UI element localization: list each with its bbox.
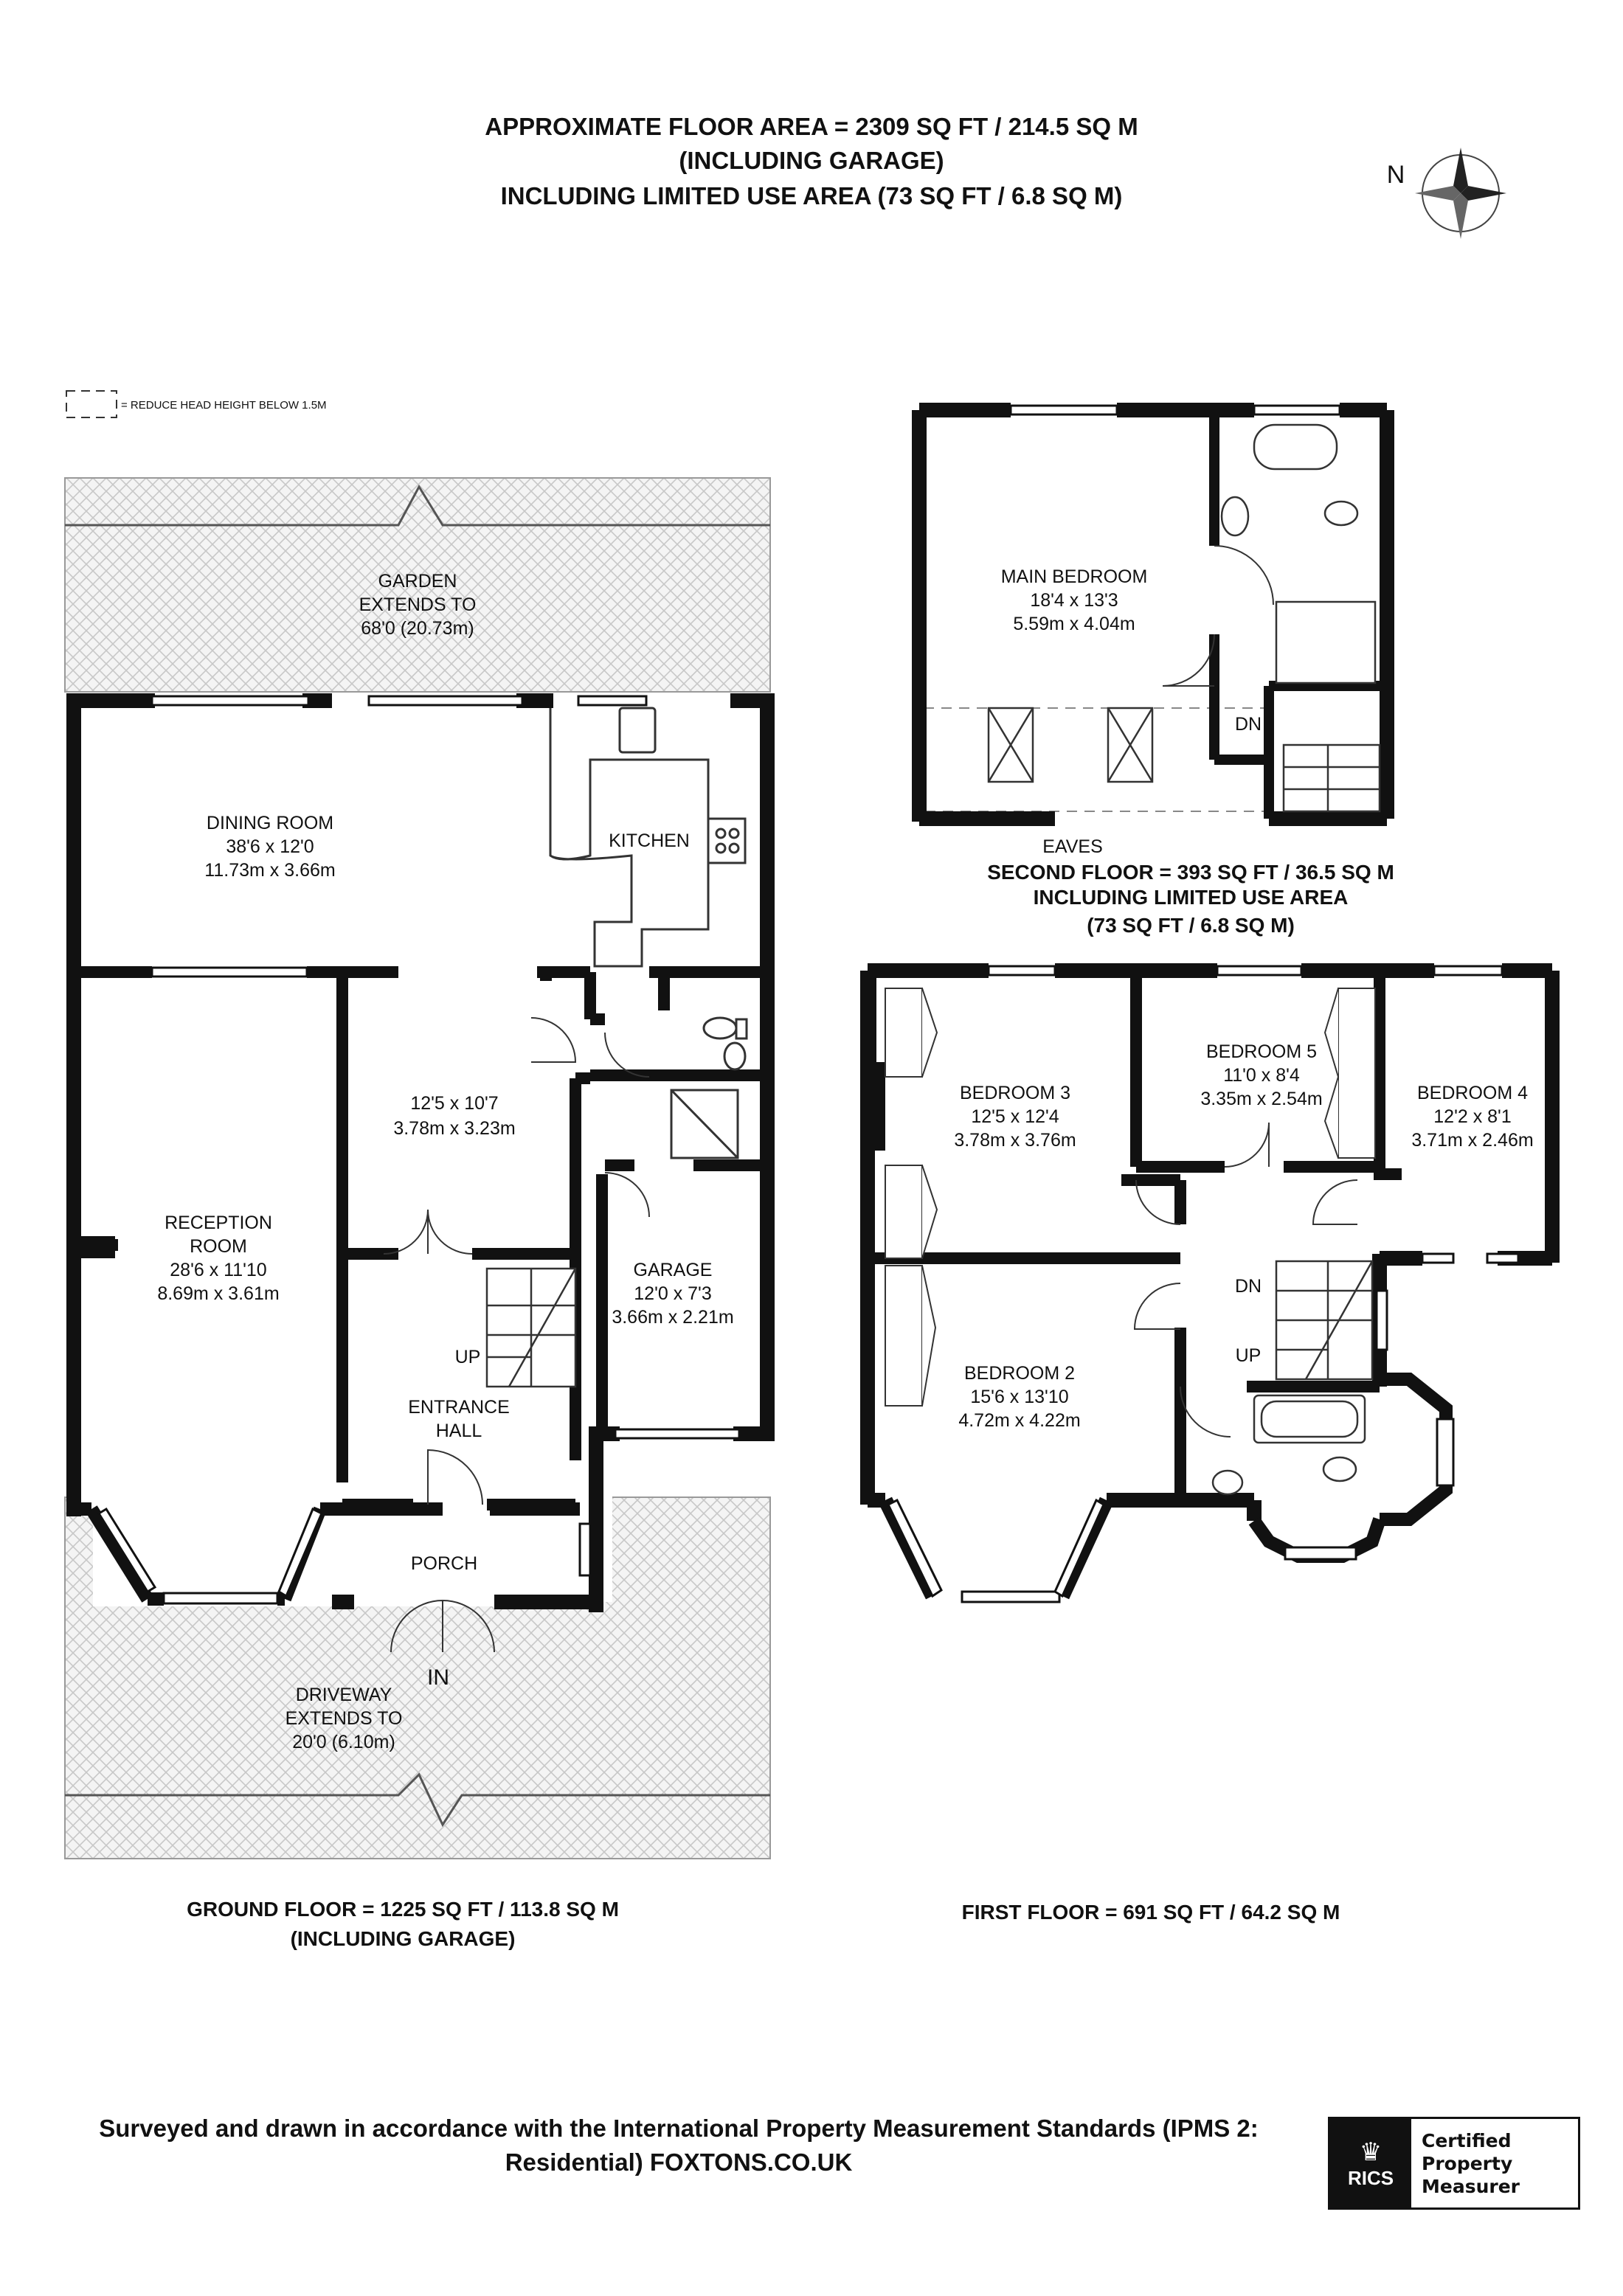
garden-extends-label: EXTENDS TO (359, 594, 477, 615)
ground-stairs-up-label: UP (455, 1347, 481, 1367)
garden-label: GARDEN (378, 571, 457, 592)
bedroom4-metric: 3.71m x 2.46m (1411, 1130, 1533, 1151)
reception-imperial: 28'6 x 11'10 (170, 1260, 266, 1280)
kitchen-name: KITCHEN (609, 830, 690, 851)
title-line-1: APPROXIMATE FLOOR AREA = 2309 SQ FT / 21… (485, 113, 1138, 140)
reception-name-2: ROOM (190, 1236, 247, 1257)
driveway-extends-label: EXTENDS TO (286, 1708, 403, 1729)
main-bedroom-imperial: 18'4 x 13'3 (1030, 590, 1118, 611)
garage-metric: 3.66m x 2.21m (612, 1307, 733, 1328)
badge-line-2: Property (1422, 2152, 1513, 2174)
entrance-hall-line-1: ENTRANCE (408, 1397, 510, 1418)
first-stairs-up-label: UP (1236, 1345, 1262, 1366)
bedroom3-name: BEDROOM 3 (960, 1083, 1070, 1103)
compass-north-label: N (1387, 161, 1405, 189)
bedroom4-imperial: 12'2 x 8'1 (1433, 1106, 1511, 1127)
dining-room-name: DINING ROOM (207, 813, 333, 833)
bedroom4-name: BEDROOM 4 (1417, 1083, 1528, 1103)
first-floor-caption: FIRST FLOOR = 691 SQ FT / 64.2 SQ M (962, 1901, 1340, 1924)
hall-room-imperial: 12'5 x 10'7 (410, 1093, 498, 1114)
bedroom5-metric: 3.35m x 2.54m (1200, 1089, 1322, 1109)
badge-line-3: Measurer (1422, 2175, 1520, 2197)
garden-area (64, 477, 771, 693)
eaves-label: EAVES (1042, 836, 1103, 857)
second-floor-caption-3: (73 SQ FT / 6.8 SQ M) (1087, 914, 1295, 937)
rics-logo: ♛ RICS (1330, 2119, 1411, 2207)
rics-certified-badge: ♛ RICS Certified Property Measurer (1328, 2117, 1580, 2210)
head-height-legend: = REDUCE HEAD HEIGHT BELOW 1.5M (66, 390, 327, 418)
dining-room-imperial: 38'6 x 12'0 (226, 836, 314, 857)
rics-lion-icon: ♛ (1359, 2137, 1383, 2166)
reception-metric: 8.69m x 3.61m (157, 1283, 279, 1304)
bedroom3-imperial: 12'5 x 12'4 (971, 1106, 1059, 1127)
first-stairs-dn-label: DN (1235, 1276, 1262, 1297)
garage-imperial: 12'0 x 7'3 (634, 1283, 711, 1304)
rics-logo-text: RICS (1347, 2166, 1394, 2189)
title-line-3: INCLUDING LIMITED USE AREA (73 SQ FT / 6… (500, 182, 1123, 209)
porch-name: PORCH (411, 1553, 477, 1574)
reception-name-1: RECEPTION (165, 1213, 272, 1233)
second-floor: DN MAIN BEDROOM 18'4 x 13'3 5.59m x 4.04… (912, 403, 1394, 937)
second-stairs-dn-label: DN (1235, 714, 1262, 735)
hall-room-metric: 3.78m x 3.23m (393, 1118, 515, 1139)
bedroom5-name: BEDROOM 5 (1206, 1041, 1317, 1062)
bedroom5-imperial: 11'0 x 8'4 (1223, 1065, 1300, 1086)
driveway-label: DRIVEWAY (296, 1685, 392, 1705)
ground-floor-caption-1: GROUND FLOOR = 1225 SQ FT / 113.8 SQ M (187, 1898, 619, 1921)
badge-line-1: Certified (1422, 2129, 1512, 2151)
ground-floor: GARDEN EXTENDS TO 68'0 (20.73m) DRIVEWAY… (64, 477, 775, 1859)
compass-rose-icon: N (1387, 148, 1506, 239)
main-bedroom-metric: 5.59m x 4.04m (1013, 614, 1135, 634)
footer-line-1: Surveyed and drawn in accordance with th… (99, 2115, 1259, 2142)
second-floor-caption-1: SECOND FLOOR = 393 SQ FT / 36.5 SQ M (987, 861, 1394, 884)
garden-length: 68'0 (20.73m) (361, 618, 474, 639)
bedroom3-metric: 3.78m x 3.76m (954, 1130, 1076, 1151)
bedroom2-name: BEDROOM 2 (964, 1363, 1075, 1384)
entry-in-label: IN (427, 1665, 449, 1690)
legend-text: = REDUCE HEAD HEIGHT BELOW 1.5M (121, 399, 327, 412)
garage-name: GARAGE (634, 1260, 713, 1280)
entrance-hall-line-2: HALL (436, 1421, 482, 1441)
footer-line-2: Residential) FOXTONS.CO.UK (505, 2148, 853, 2176)
second-floor-caption-2: INCLUDING LIMITED USE AREA (1034, 886, 1349, 909)
main-bedroom-name: MAIN BEDROOM (1001, 566, 1148, 587)
bedroom2-metric: 4.72m x 4.22m (958, 1410, 1080, 1431)
ground-floor-caption-2: (INCLUDING GARAGE) (291, 1927, 516, 1950)
title-line-2: (INCLUDING GARAGE) (679, 147, 944, 174)
driveway-length: 20'0 (6.10m) (292, 1732, 395, 1752)
bedroom2-imperial: 15'6 x 13'10 (970, 1387, 1068, 1407)
first-floor: DN UP BEDROOM 3 12'5 x 12'4 3.78m x 3.76… (860, 963, 1560, 1603)
dining-room-metric: 11.73m x 3.66m (204, 860, 335, 881)
